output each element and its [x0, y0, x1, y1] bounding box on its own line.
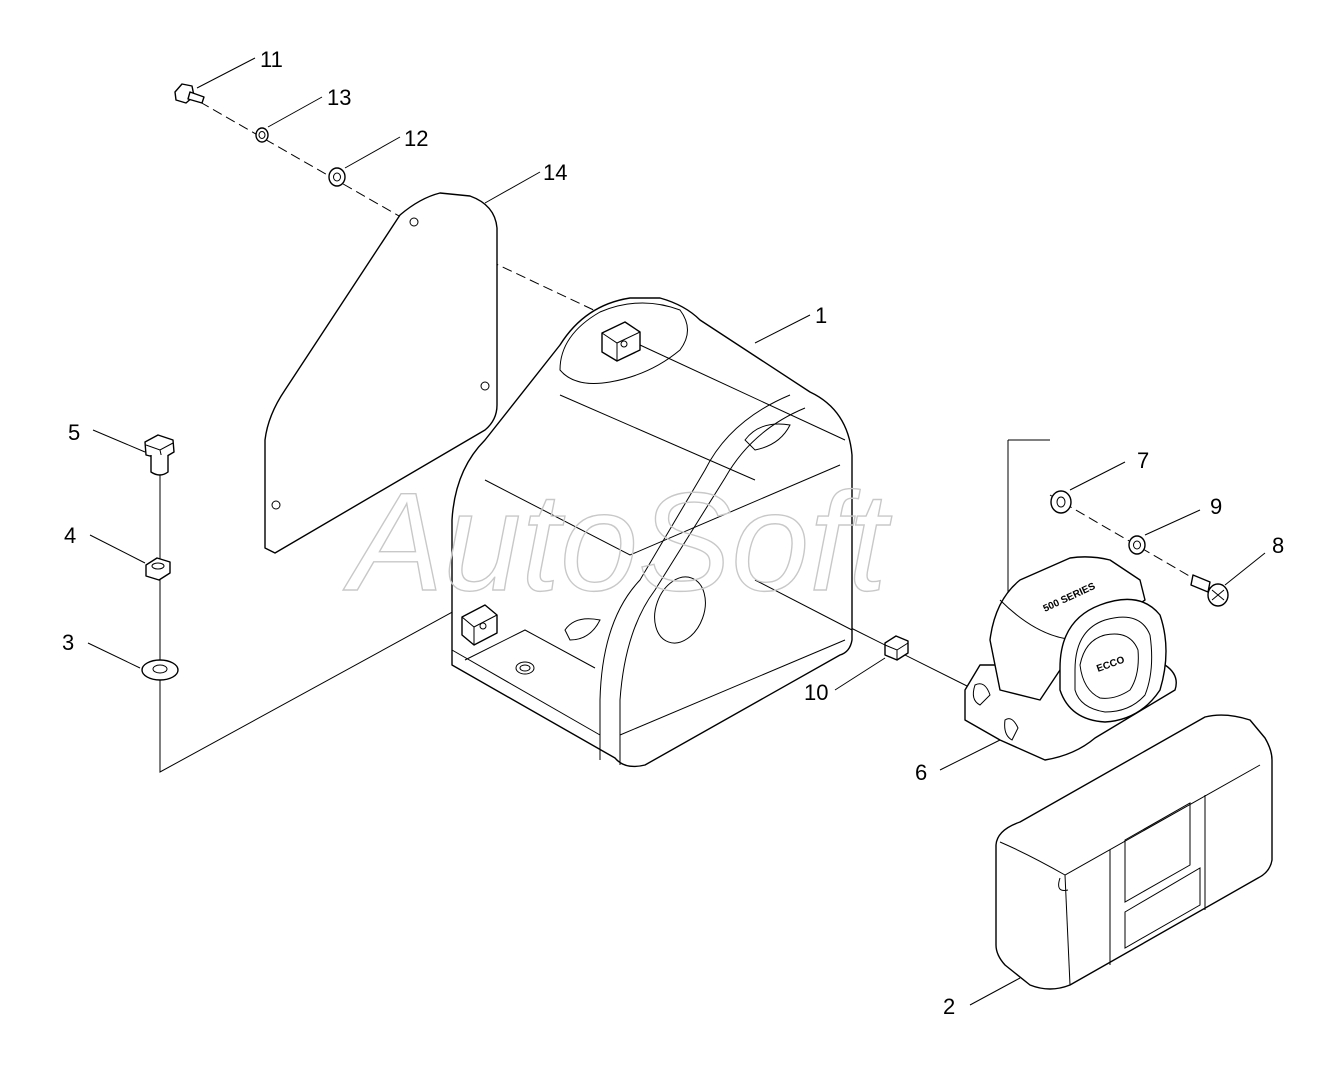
- leader-1: [754, 314, 811, 344]
- part-4-nut: [145, 557, 171, 581]
- part-6-backup-alarm: ECCO 500 SERIES: [964, 556, 1177, 761]
- leader-4: [89, 534, 146, 564]
- callout-7: 7: [1137, 448, 1149, 473]
- callout-2: 2: [943, 994, 955, 1019]
- leader-5: [92, 429, 146, 453]
- callout-14: 14: [543, 160, 567, 185]
- leader-12: [344, 136, 401, 169]
- part-5-bolt: [144, 434, 175, 476]
- part-1-housing: [451, 297, 853, 768]
- callout-5: 5: [68, 420, 80, 445]
- axis-nut-10: [844, 624, 976, 691]
- leader-8: [1224, 552, 1266, 586]
- callout-13: 13: [327, 85, 351, 110]
- callout-11: 11: [260, 47, 283, 72]
- part-9-lock-washer: [1128, 535, 1146, 555]
- leader-2: [969, 977, 1021, 1006]
- watermark-text: AutoSoft: [343, 463, 892, 620]
- part-8-screw: [1190, 574, 1229, 607]
- callout-3: 3: [62, 630, 74, 655]
- leader-9: [1144, 509, 1201, 536]
- part-3-washer: [141, 659, 179, 681]
- callout-9: 9: [1210, 494, 1222, 519]
- leader-3: [87, 642, 141, 669]
- leader-6: [939, 739, 1001, 771]
- leader-11: [196, 57, 256, 89]
- leader-13: [267, 96, 323, 128]
- callout-10: 10: [804, 680, 828, 705]
- leader-7: [1069, 461, 1126, 491]
- callout-8: 8: [1272, 533, 1284, 558]
- callout-4: 4: [64, 523, 76, 548]
- leader-14: [484, 171, 541, 204]
- part-7-washer: [1050, 490, 1072, 514]
- part-2-cover-box: [995, 714, 1273, 990]
- part-12-washer: [328, 167, 346, 187]
- leader-10: [834, 657, 886, 691]
- part-11-screw: [174, 83, 205, 104]
- callout-6: 6: [915, 760, 927, 785]
- part-10-nut: [884, 635, 909, 661]
- callout-1: 1: [815, 303, 827, 328]
- part-14-cover-plate: [264, 192, 498, 554]
- part-13-lock-washer: [255, 127, 269, 143]
- callout-12: 12: [404, 126, 428, 151]
